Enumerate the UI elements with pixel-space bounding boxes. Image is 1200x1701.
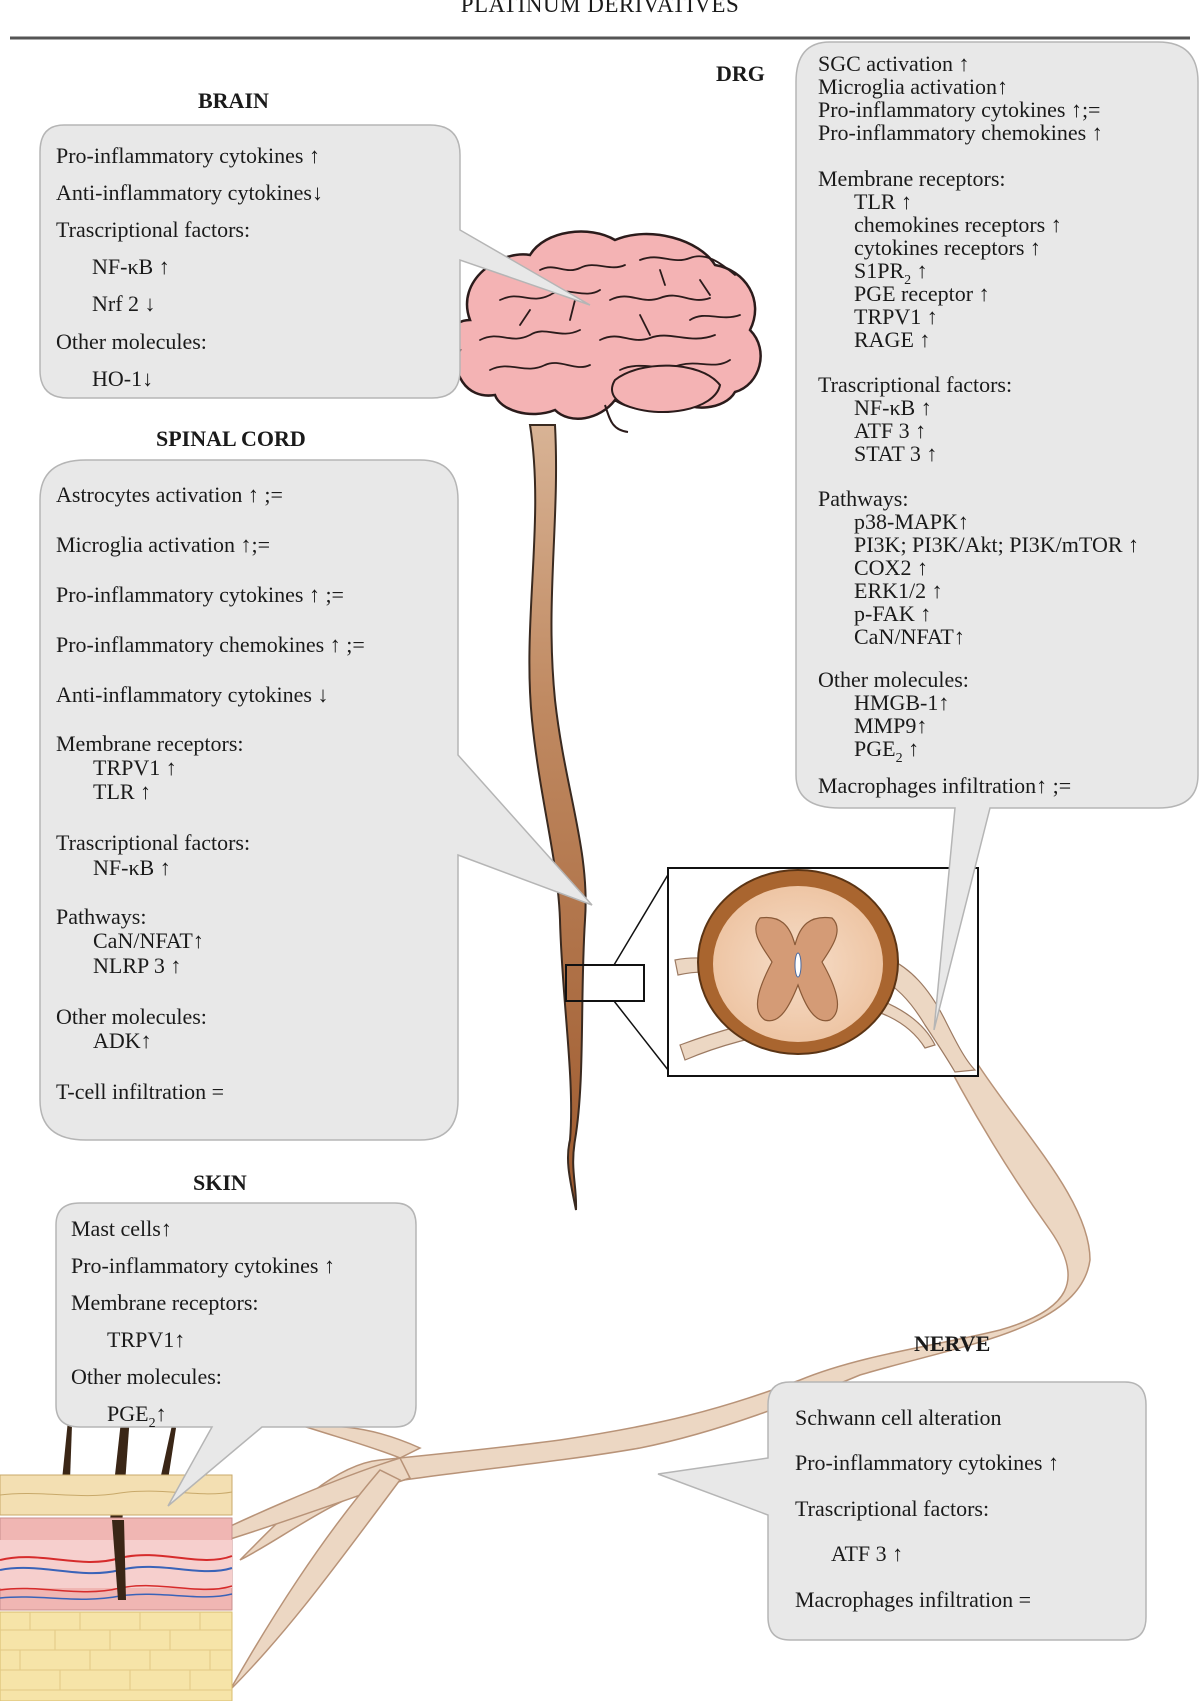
drg-line: PGE receptor ↑ [854, 281, 990, 306]
drg-pge-subscript: 2 [895, 751, 903, 766]
drg-line: COX2 ↑ [854, 555, 928, 580]
drg-line: PGE2 ↑ [854, 738, 919, 770]
nerve-callout-box [657, 1381, 1147, 1641]
nerve-line: Macrophages infiltration = [795, 1587, 1032, 1612]
drg-line: Pathways: [818, 486, 909, 511]
spinal-cord-line: Anti-inflammatory cytokines ↓ [56, 682, 329, 707]
drg-line: p-FAK ↑ [854, 601, 932, 626]
spinal-cord [528, 424, 587, 1211]
skin-line: Membrane receptors: [71, 1290, 259, 1315]
skin-line: Mast cells↑ [71, 1216, 172, 1241]
drg-s1pr-subscript: 2 [904, 273, 912, 288]
brain-callout-box [39, 124, 591, 399]
skin-callout-box [55, 1202, 417, 1507]
spinal-cord-line: Astrocytes activation ↑ ;= [56, 482, 283, 507]
spinal-cord-line: Trascriptional factors: [56, 830, 251, 855]
skin-line: Pro-inflammatory cytokines ↑ [71, 1253, 335, 1278]
spinal-cord-line: NLRP 3 ↑ [93, 953, 182, 978]
nerve-branch-upper [299, 1424, 422, 1459]
skin-header: SKIN [193, 1170, 247, 1195]
spinal-cord-line: Pro-inflammatory chemokines ↑ ;= [56, 632, 365, 657]
skin-line: TRPV1↑ [107, 1327, 186, 1352]
drg-s1pr-arrow: ↑ [916, 258, 928, 283]
page-title: PLATINUM DERIVATIVES [460, 0, 740, 17]
drg-pge-arrow: ↑ [908, 736, 920, 761]
drg-line: S1PR2 ↑ [854, 260, 928, 292]
drg-line: Pro-inflammatory cytokines ↑;= [818, 97, 1101, 122]
brain-line: Nrf 2 ↓ [92, 291, 156, 316]
zoom-line-upper [613, 867, 673, 966]
drg-line: Membrane receptors: [818, 166, 1006, 191]
spinal-cord-line: Microglia activation ↑;= [56, 532, 271, 557]
spinal-cord-callout-box [39, 459, 593, 1141]
drg-line: Trascriptional factors: [818, 372, 1013, 397]
spinal-cord-line: Membrane receptors: [56, 731, 244, 756]
spinal-cord-line: CaN/NFAT↑ [93, 928, 204, 953]
drg-line: TRPV1 ↑ [854, 304, 938, 329]
spinal-cord-line: Other molecules: [56, 1004, 207, 1029]
drg-line: RAGE ↑ [854, 327, 931, 352]
brain-line: Pro-inflammatory cytokines ↑ [56, 143, 320, 168]
cord-cross-section [674, 869, 977, 1073]
drg-line: Other molecules: [818, 667, 969, 692]
drg-header: DRG [716, 61, 765, 86]
nerve-line: Schwann cell alteration [795, 1405, 1002, 1430]
drg-line: SGC activation ↑ [818, 51, 970, 76]
spinal-cord-line: NF-κB ↑ [93, 855, 171, 880]
drg-line: p38-MAPK↑ [854, 509, 969, 534]
skin-pge: PGE [107, 1401, 149, 1426]
brainstem [604, 404, 629, 433]
drg-line: NF-κB ↑ [854, 395, 932, 420]
spinal-cord-header: SPINAL CORD [156, 426, 306, 451]
drg-line: Microglia activation↑ [818, 74, 1008, 99]
nerve-line: ATF 3 ↑ [831, 1541, 904, 1566]
skin-pge-subscript: 2 [148, 1416, 156, 1431]
drg-line: Pro-inflammatory chemokines ↑ [818, 120, 1103, 145]
skin-line: Other molecules: [71, 1364, 222, 1389]
drg-line: STAT 3 ↑ [854, 441, 938, 466]
spinal-cord-line: T-cell infiltration = [56, 1079, 224, 1104]
drg-line: MMP9↑ [854, 713, 928, 738]
drg-line: chemokines receptors ↑ [854, 212, 1062, 237]
drg-line: ATF 3 ↑ [854, 418, 927, 443]
cord-selection-box [565, 964, 645, 1002]
drg-s1pr: S1PR [854, 258, 905, 283]
drg-line: cytokines receptors ↑ [854, 235, 1041, 260]
spinal-cord-line: Pathways: [56, 904, 147, 929]
nerve-header: NERVE [914, 1331, 991, 1356]
drg-line: Macrophages infiltration↑ ;= [818, 773, 1072, 798]
spinal-cord-line: TLR ↑ [93, 779, 152, 804]
brain-line: HO-1↓ [92, 366, 154, 391]
drg-line: HMGB-1↑ [854, 690, 950, 715]
brain-line: Other molecules: [56, 329, 207, 354]
skin-line: PGE2↑ [107, 1403, 167, 1435]
zoom-line-lower [613, 1000, 673, 1076]
brain-line: NF-κB ↑ [92, 254, 170, 279]
drg-line: CaN/NFAT↑ [854, 624, 965, 649]
drg-callout-box [795, 41, 1199, 1031]
drg-pge: PGE [854, 736, 896, 761]
drg-line: ERK1/2 ↑ [854, 578, 943, 603]
nerve-line: Pro-inflammatory cytokines ↑ [795, 1450, 1059, 1475]
skin-illustration [0, 1385, 233, 1701]
brain-folds [479, 255, 741, 371]
spinal-cord-line: ADK↑ [93, 1028, 152, 1053]
cerebellum [611, 364, 722, 413]
nerve-line: Trascriptional factors: [795, 1496, 990, 1521]
spinal-cord-line: Pro-inflammatory cytokines ↑ ;= [56, 582, 344, 607]
drg-line: TLR ↑ [854, 189, 913, 214]
brain-line: Anti-inflammatory cytokines↓ [56, 180, 323, 205]
spinal-cord-line: TRPV1 ↑ [93, 755, 177, 780]
brain-header: BRAIN [198, 88, 269, 113]
brain-line: Trascriptional factors: [56, 217, 251, 242]
skin-pge-arrow: ↑ [155, 1401, 167, 1426]
drg-line: PI3K; PI3K/Akt; PI3K/mTOR ↑ [854, 532, 1140, 557]
